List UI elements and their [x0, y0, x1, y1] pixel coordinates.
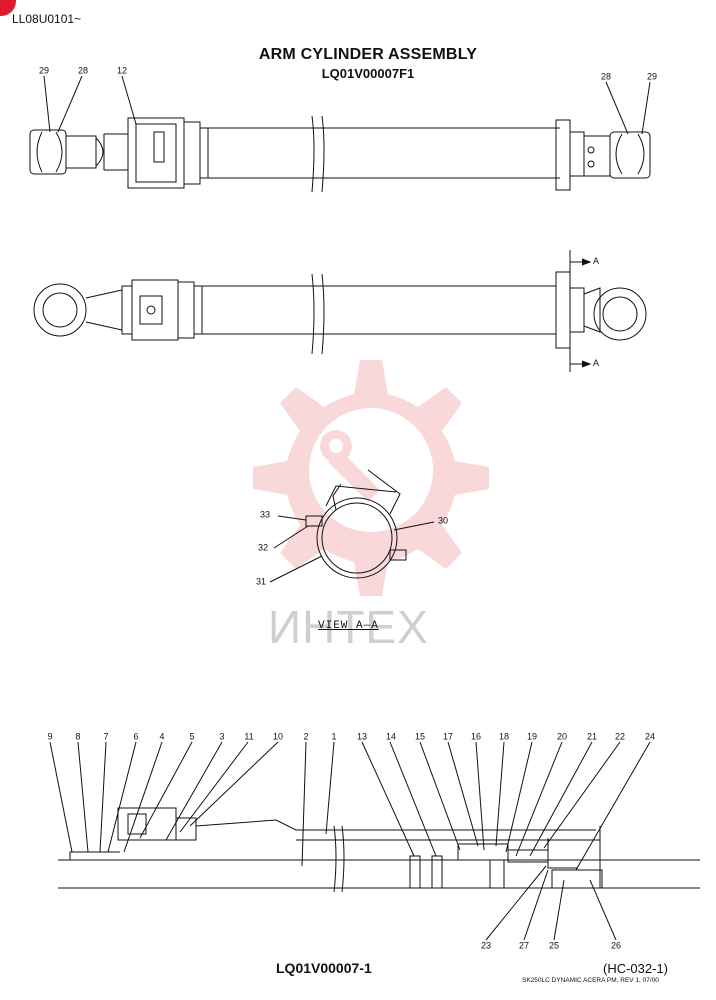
callout-32: 32: [257, 542, 269, 553]
part-number: LQ01V00007F1: [321, 66, 415, 81]
callout-23: 23: [480, 940, 492, 951]
callout-16: 16: [470, 731, 482, 742]
callout-17: 17: [442, 731, 454, 742]
callout-7: 7: [103, 731, 109, 742]
callout-27: 27: [518, 940, 530, 951]
callout-20: 20: [556, 731, 568, 742]
callout-14: 14: [385, 731, 397, 742]
callout-33: 33: [259, 509, 271, 520]
section-part-number: LQ01V00007-1: [276, 960, 372, 976]
callout-28-left: 28: [77, 65, 89, 76]
callout-10: 10: [272, 731, 284, 742]
callout-29-left: 29: [38, 65, 50, 76]
section-view: [49, 741, 700, 941]
callout-2: 2: [303, 731, 309, 742]
callout-30: 30: [437, 515, 449, 526]
callout-31: 31: [255, 576, 267, 587]
callout-12: 12: [116, 65, 128, 76]
watermark-text: ИНТЕХ: [268, 601, 429, 653]
callout-11: 11: [244, 731, 254, 742]
callout-5: 5: [189, 731, 195, 742]
document-code: LL08U0101~: [12, 12, 82, 26]
callout-15: 15: [414, 731, 426, 742]
callout-3: 3: [219, 731, 225, 742]
callout-21: 21: [586, 731, 598, 742]
view-a-a: [269, 469, 435, 583]
section-mark-a-top: A: [593, 256, 600, 266]
callout-8: 8: [75, 731, 81, 742]
watermark-gear-icon: [253, 360, 489, 596]
page-title: ARM CYLINDER ASSEMBLY: [258, 46, 478, 63]
callout-18: 18: [498, 731, 510, 742]
callout-1: 1: [331, 731, 337, 742]
callout-29-right: 29: [646, 71, 658, 82]
view-label: VIEW A—A: [318, 620, 379, 632]
callout-22: 22: [614, 731, 626, 742]
callout-4: 4: [159, 731, 165, 742]
callout-9: 9: [47, 731, 53, 742]
section-mark-a-bottom: A: [593, 358, 600, 368]
callout-25: 25: [548, 940, 560, 951]
top-elevation-view: [29, 75, 651, 193]
page-reference: (HC-032-1): [603, 961, 669, 976]
callout-24: 24: [644, 731, 656, 742]
callout-19: 19: [526, 731, 538, 742]
callout-26: 26: [610, 940, 622, 951]
plan-view: [33, 250, 647, 372]
callout-13: 13: [356, 731, 368, 742]
callout-28-right: 28: [600, 71, 612, 82]
footer-note: SK250LC DYNAMIC ACERA PM, REV 1, 07/00: [522, 977, 659, 984]
callout-6: 6: [133, 731, 139, 742]
